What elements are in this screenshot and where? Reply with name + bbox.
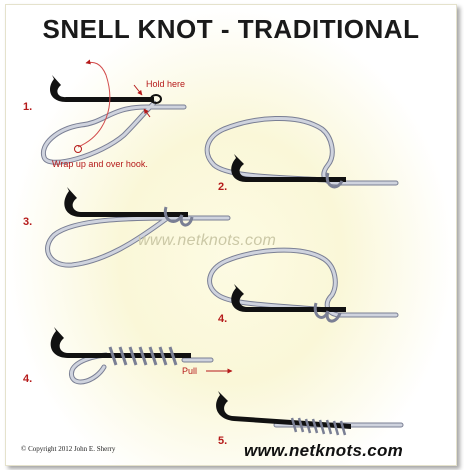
step-4b-illustration — [50, 327, 233, 385]
hook — [231, 154, 346, 182]
hook — [50, 327, 192, 358]
step-label-1: 1. — [23, 101, 33, 113]
step-1-illustration — [40, 59, 187, 165]
step-label-5: 5. — [218, 435, 228, 447]
wrap-start-marker — [74, 145, 82, 153]
pull-label: Pull — [182, 366, 198, 376]
diagram-card: SNELL KNOT - TRADITIONAL 1. 2. 3. 4. 4. … — [5, 4, 457, 466]
hook — [231, 284, 346, 312]
wrap-label: Wrap up and over hook. — [52, 159, 148, 169]
step-label-4b: 4. — [23, 373, 33, 385]
hold-arrow-bottom — [143, 108, 151, 118]
step-label-2: 2. — [218, 181, 228, 193]
step-2-illustration — [204, 115, 399, 189]
line-wrap — [325, 172, 344, 189]
step-5-illustration — [216, 391, 404, 436]
hook — [50, 75, 154, 102]
step-label-3: 3. — [23, 216, 33, 228]
watermark: www.netknots.com — [138, 232, 277, 249]
coil-wraps — [290, 417, 347, 436]
knot-illustrations — [40, 59, 404, 436]
diagram-title: SNELL KNOT - TRADITIONAL — [42, 14, 420, 44]
step-4a-illustration — [207, 247, 399, 323]
wrap-direction-arrow — [77, 59, 111, 148]
hook-eye — [150, 94, 162, 104]
step-3-illustration — [45, 187, 231, 268]
hook — [64, 187, 188, 217]
line-wrap — [163, 206, 194, 227]
hook — [216, 391, 351, 429]
fishing-line — [40, 100, 187, 165]
coil-wraps — [108, 346, 178, 366]
step-label-4a: 4. — [218, 313, 228, 325]
hold-here-label: Hold here — [146, 79, 186, 89]
hold-arrow-top — [133, 84, 143, 96]
footer-url: www.netknots.com — [244, 441, 404, 460]
line-wrap — [313, 302, 342, 323]
copyright: © Copyright 2012 John E. Sherry — [21, 445, 116, 453]
